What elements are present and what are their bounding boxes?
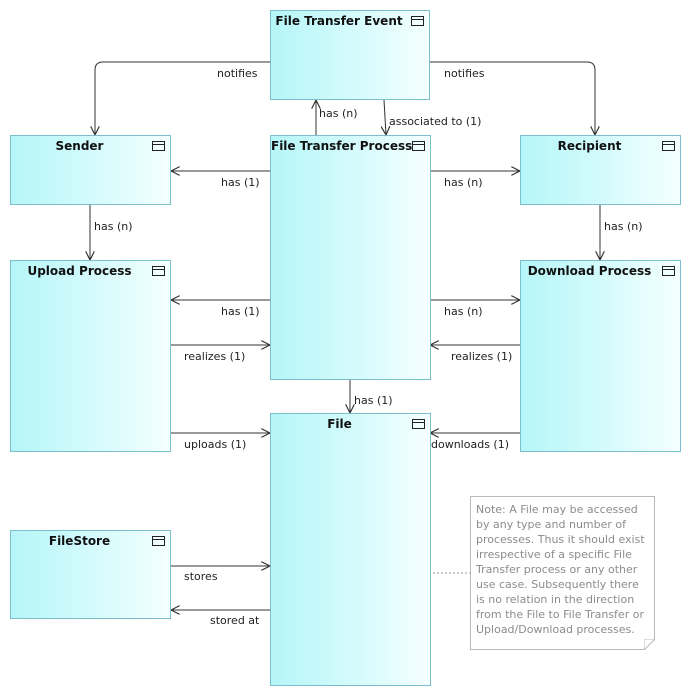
class-icon	[152, 141, 165, 151]
edge-event-notifies-sender	[95, 61, 270, 135]
node-filestore-title: FileStore	[48, 534, 111, 548]
label-upload-uploads-file: uploads (1)	[184, 438, 247, 451]
node-file-transfer-event-title: File Transfer Event	[275, 14, 403, 28]
label-file-stored-at-filestore: stored at	[210, 614, 260, 627]
label-notifies-recipient: notifies	[444, 67, 485, 80]
class-icon	[412, 141, 425, 151]
note-fold-corner	[644, 639, 655, 650]
node-download-process[interactable]: Download Process	[520, 260, 681, 452]
class-icon	[662, 266, 675, 276]
label-recipient-has-download: has (n)	[604, 220, 643, 233]
edge-event-associated-process	[384, 99, 386, 135]
note-text: Note: A File may be accessed by any type…	[476, 503, 645, 636]
edge-event-notifies-recipient	[430, 61, 595, 135]
node-recipient[interactable]: Recipient	[520, 135, 681, 205]
label-notifies-sender: notifies	[217, 67, 258, 80]
class-icon	[662, 141, 675, 151]
label-filestore-stores-file: stores	[184, 570, 218, 583]
node-sender[interactable]: Sender	[10, 135, 171, 205]
node-sender-title: Sender	[55, 139, 104, 153]
node-file-transfer-process-title: File Transfer Process	[271, 139, 413, 153]
node-upload-process[interactable]: Upload Process	[10, 260, 171, 452]
label-process-has-event: has (n)	[319, 107, 358, 120]
node-recipient-title: Recipient	[557, 139, 622, 153]
label-sender-has-upload: has (n)	[94, 220, 133, 233]
label-download-realizes-process: realizes (1)	[451, 350, 513, 363]
label-process-has-file: has (1)	[354, 394, 393, 407]
label-process-has-sender: has (1)	[221, 176, 260, 189]
label-download-downloads-file: downloads (1)	[431, 438, 509, 451]
node-file-title: File	[327, 417, 352, 431]
node-file[interactable]: File	[270, 413, 431, 686]
class-icon	[411, 16, 424, 26]
label-process-has-download: has (n)	[444, 305, 483, 318]
node-upload-process-title: Upload Process	[27, 264, 132, 278]
label-process-has-recipient: has (n)	[444, 176, 483, 189]
label-upload-realizes-process: realizes (1)	[184, 350, 246, 363]
node-file-transfer-event[interactable]: File Transfer Event	[270, 10, 430, 100]
class-icon	[412, 419, 425, 429]
node-download-process-title: Download Process	[527, 264, 652, 278]
class-icon	[152, 536, 165, 546]
label-event-associated-process: associated to (1)	[389, 115, 482, 128]
label-process-has-upload: has (1)	[221, 305, 260, 318]
class-icon	[152, 266, 165, 276]
node-file-transfer-process[interactable]: File Transfer Process	[270, 135, 431, 380]
note-box[interactable]: Note: A File may be accessed by any type…	[470, 496, 655, 650]
node-filestore[interactable]: FileStore	[10, 530, 171, 619]
